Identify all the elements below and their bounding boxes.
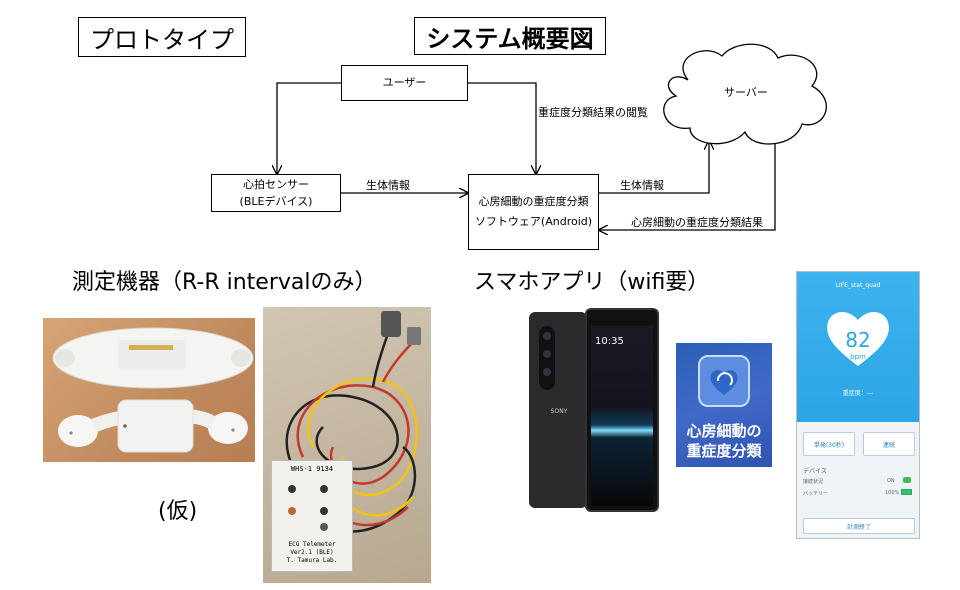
app-header-panel: LIFE_stat_quad 82 bpm 重症度：--- xyxy=(797,272,919,422)
app-icon-label-line2: 重症度分類 xyxy=(686,442,762,460)
android-software-node: 心房細動の重症度分類 ソフトウェア(Android) xyxy=(468,174,599,250)
phone-brand: SONY xyxy=(550,408,568,415)
bpm-value: 82 xyxy=(845,328,871,352)
telemeter-button-a xyxy=(288,485,296,493)
severity-status: 重症度：--- xyxy=(842,390,874,397)
edge-server-to-app xyxy=(599,141,776,230)
cloud-shape xyxy=(663,43,827,145)
heart-refresh-icon xyxy=(710,370,738,395)
bpm-unit: bpm xyxy=(850,353,866,361)
telemeter-button-d xyxy=(320,523,328,531)
app-node-label-line1: 心房細動の重症度分類 xyxy=(478,195,589,208)
phone-back: SONY xyxy=(529,312,587,508)
telemeter-label-line2: ECG Telemeter xyxy=(288,541,336,548)
phone-screen: 10:35 xyxy=(591,326,653,506)
sensor-device-illustration xyxy=(52,327,254,453)
edge-label-severity-view: 重症度分類結果の閲覧 xyxy=(538,106,648,119)
device-heading: デバイス xyxy=(803,468,827,475)
tentative-label: (仮) xyxy=(158,499,198,524)
app-icon-label-line1: 心房細動の xyxy=(686,422,762,440)
edge-label-bio-info-sensor: 生体情報 xyxy=(366,179,410,192)
server-node-label: サーバー xyxy=(724,86,768,99)
connection-value: ON xyxy=(887,478,895,484)
battery-icon xyxy=(901,489,912,495)
sensor-node-label-line2: (BLEデバイス) xyxy=(239,195,313,208)
edge-app-to-server xyxy=(599,141,709,194)
smartphone-app-title: スマホアプリ（wifi要） xyxy=(474,270,710,295)
telemeter-button-b xyxy=(320,485,328,493)
smartphone-photo: SONY 10:35 xyxy=(525,308,665,516)
app-icon xyxy=(698,355,750,407)
app-icon-caption: 心房細動の 重症度分類 xyxy=(676,421,772,461)
camera-lens-1 xyxy=(543,332,551,340)
edge-user-to-sensor xyxy=(277,82,341,174)
camera-lens-2 xyxy=(543,350,551,358)
measurement-device-title: 測定機器（R-R intervalのみ） xyxy=(72,270,377,295)
phone-front: 10:35 xyxy=(585,308,659,512)
camera-lens-3 xyxy=(543,368,551,376)
heart-shape-icon xyxy=(827,311,889,366)
user-node: ユーザー xyxy=(341,65,468,101)
prototype-header: プロトタイプ xyxy=(78,17,246,57)
system-overview-header: システム概要図 xyxy=(414,17,606,55)
single-30s-button[interactable]: 単発(30秒) xyxy=(803,432,855,456)
refresh-icon[interactable] xyxy=(903,477,911,483)
telemeter-device: WHS-1 9134 ECG Telemeter Ver2.1 (BLE) T.… xyxy=(271,460,353,572)
continuous-button[interactable]: 連続 xyxy=(863,432,915,456)
edge-label-bio-info-app: 生体情報 xyxy=(620,179,664,192)
app-body: 単発(30秒) 連続 デバイス 接続状況 ON バッテリー 100% 計測終了 xyxy=(797,422,919,538)
telemeter-label-line1: WHS-1 9134 xyxy=(290,465,334,473)
telemeter-label-line4: T. Tamura Lab. xyxy=(286,557,338,564)
user-node-label: ユーザー xyxy=(382,76,427,89)
phone-clock: 10:35 xyxy=(595,336,624,347)
edge-label-af-result: 心房細動の重症度分類結果 xyxy=(631,216,763,229)
server-node: サーバー xyxy=(706,80,786,106)
app-icon-tile: 心房細動の 重症度分類 xyxy=(676,343,772,467)
telemeter-led-a xyxy=(288,507,296,515)
app-title: LIFE_stat_quad xyxy=(835,282,881,289)
sensor-node-label-line1: 心拍センサー xyxy=(243,178,309,191)
connection-label: 接続状況 xyxy=(803,479,824,485)
telemeter-button-c xyxy=(320,507,328,515)
ecg-telemeter-photo: WHS-1 9134 ECG Telemeter Ver2.1 (BLE) T.… xyxy=(263,307,431,583)
telemeter-label-line3: Ver2.1 (BLE) xyxy=(290,549,334,556)
battery-label: バッテリー xyxy=(803,491,829,497)
end-measurement-button[interactable]: 計測終了 xyxy=(803,518,915,534)
battery-value: 100% xyxy=(885,490,900,496)
edge-user-to-app xyxy=(468,82,536,174)
telemeter-caption: ECG Telemeter Ver2.1 (BLE) T. Tamura Lab… xyxy=(276,541,348,565)
heart-rate-sensor-node: 心拍センサー (BLEデバイス) xyxy=(211,174,341,212)
app-node-label-line2: ソフトウェア(Android) xyxy=(474,215,593,228)
sensor-device-photo xyxy=(43,318,255,462)
app-screen: LIFE_stat_quad 82 bpm 重症度：--- 単発(30秒) 連続… xyxy=(796,271,920,539)
